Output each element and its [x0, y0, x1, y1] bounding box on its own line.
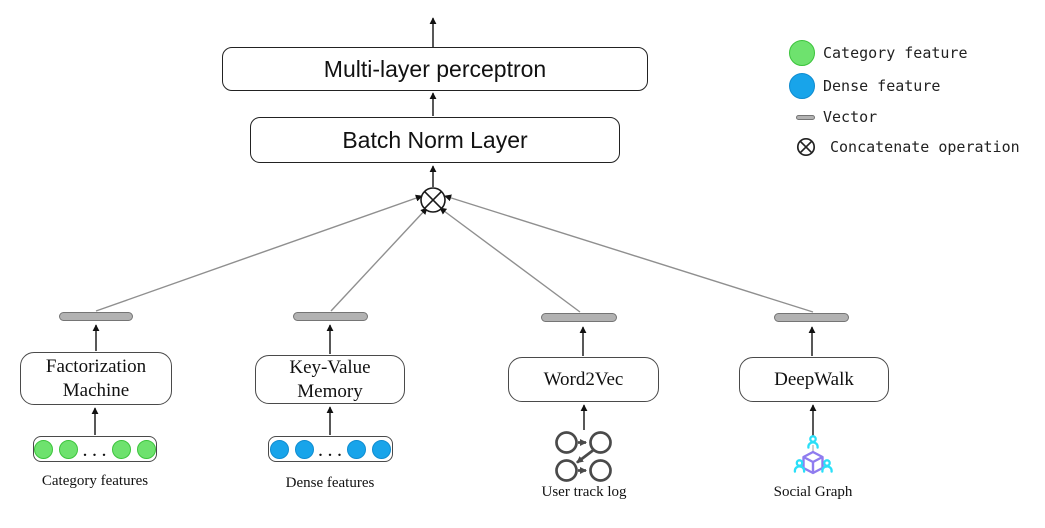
concatenate-operation-icon: [796, 137, 816, 157]
vector-bar-icon: [796, 114, 815, 120]
category-features-row: . . .: [33, 436, 157, 462]
category-feature-dot: [34, 439, 54, 459]
ellipsis: . . .: [83, 443, 107, 460]
category-feature-dot: [59, 439, 79, 459]
category-feature-dot-icon: [789, 39, 815, 66]
category-feature-dot: [111, 439, 131, 459]
legend-category-label: Category feature: [823, 43, 968, 62]
legend-vector-label: Vector: [823, 108, 878, 126]
dense-feature-dot: [347, 439, 367, 459]
vector-bar-dw: [774, 313, 849, 322]
legend-item-vector: Vector: [789, 104, 877, 130]
legend-item-concatenate: Concatenate operation: [789, 134, 1020, 160]
multi-layer-perceptron-box: Multi-layer perceptron: [222, 47, 648, 91]
legend-dense-label: Dense feature: [823, 76, 941, 95]
user-track-log-icon: [548, 424, 620, 489]
legend-item-dense-feature: Dense feature: [789, 72, 940, 99]
social-graph-label: Social Graph: [773, 484, 853, 500]
category-features-label: Category features: [41, 473, 149, 489]
factorization-machine-box: Factorization Machine: [20, 352, 172, 405]
vector-bar-kv: [293, 312, 368, 321]
dense-feature-dot-icon: [789, 72, 815, 99]
ellipsis: . . .: [318, 443, 343, 460]
vector-bar-w2v: [541, 313, 617, 322]
dense-feature-dot: [372, 439, 392, 459]
batch-norm-layer-label: Batch Norm Layer: [342, 126, 528, 153]
key-value-memory-box: Key-Value Memory: [255, 355, 405, 404]
dense-feature-dot: [294, 439, 314, 459]
person-icons: [793, 435, 833, 473]
dense-features-label: Dense features: [285, 475, 375, 491]
cube-icon: [802, 450, 824, 475]
category-feature-dot: [136, 439, 156, 459]
legend-concat-label: Concatenate operation: [830, 138, 1020, 156]
word2vec-box: Word2Vec: [508, 357, 659, 402]
vector-bar-fm: [59, 312, 133, 321]
user-track-log-label: User track log: [541, 484, 627, 500]
dense-feature-dot: [269, 439, 289, 459]
multi-layer-perceptron-label: Multi-layer perceptron: [323, 55, 547, 82]
legend-item-category-feature: Category feature: [789, 39, 968, 66]
dense-features-row: . . .: [268, 436, 393, 462]
batch-norm-layer-box: Batch Norm Layer: [250, 117, 620, 163]
social-graph-icon: [786, 432, 840, 483]
deepwalk-box: DeepWalk: [739, 357, 889, 402]
concatenate-operation-icon: [420, 187, 446, 213]
